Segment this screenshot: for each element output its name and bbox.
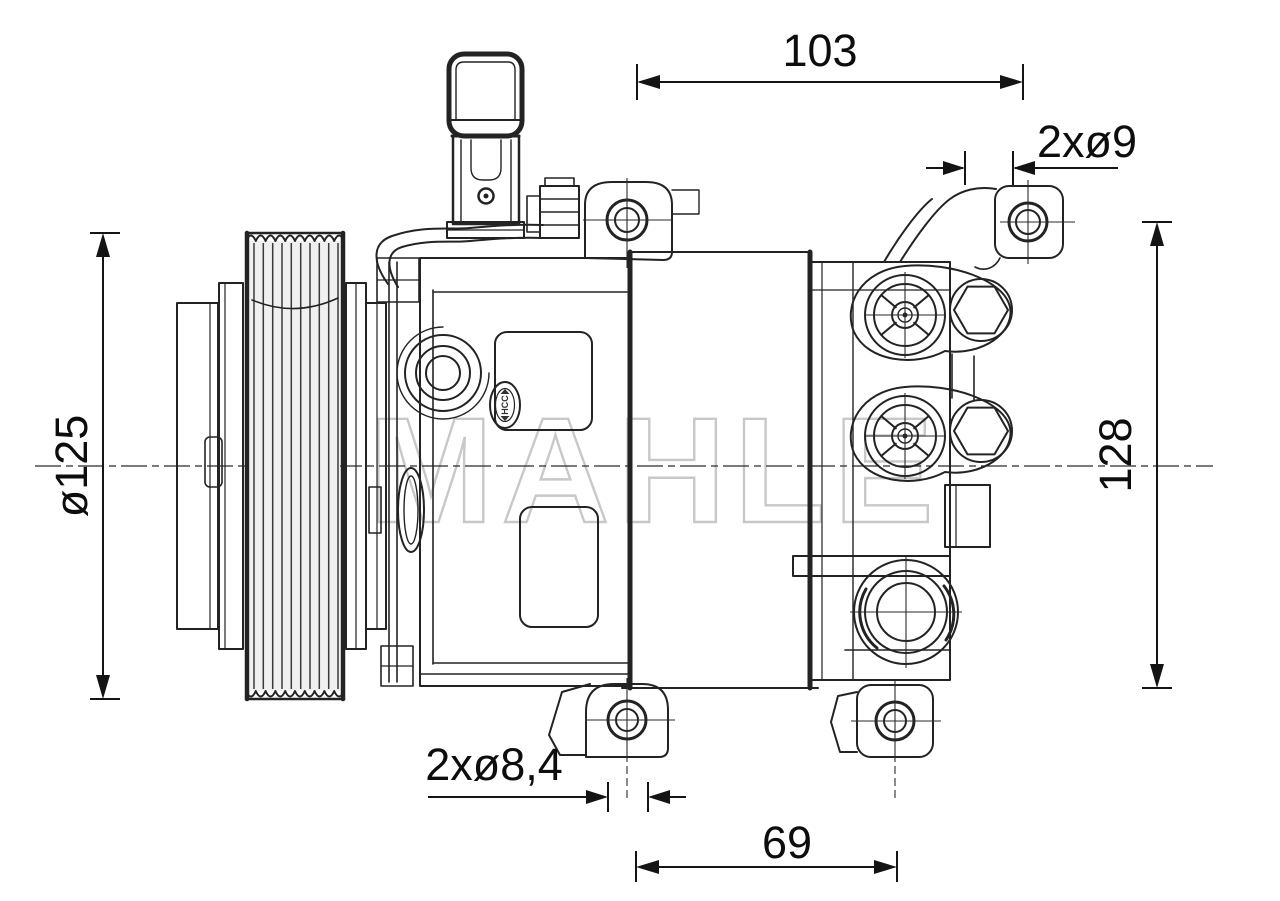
- dim-bottom-holes: 2xø8,4: [425, 739, 686, 812]
- top-right-lug: [883, 180, 1075, 270]
- dim-right-height: 128: [1090, 221, 1172, 689]
- upper-label-plate: [494, 331, 593, 431]
- dim-bottom-width: 69: [635, 817, 898, 882]
- bottom-center-lug: [548, 678, 675, 798]
- lower-label-plate: [519, 506, 599, 628]
- suction-boss: [850, 556, 962, 668]
- harness-tube: [375, 223, 544, 285]
- dim-label-bottom-width: 69: [762, 817, 812, 868]
- top-center-lug: [526, 177, 700, 268]
- dimension-annotations: 103 2xø9 ø125 128 2xø8,4: [46, 25, 1172, 882]
- dim-label-top-holes: 2xø9: [1037, 116, 1137, 167]
- connector-pin: [477, 187, 495, 205]
- bottom-right-lug: [851, 680, 941, 798]
- dim-label-bottom-holes: 2xø8,4: [425, 739, 563, 790]
- dim-top-width: 103: [636, 25, 1024, 100]
- pulley-grooves: [253, 243, 339, 689]
- dim-pulley-diameter: ø125: [46, 232, 120, 700]
- dim-top-holes: 2xø9: [926, 116, 1137, 185]
- mounting-strut: [368, 257, 425, 687]
- electrical-connector: [375, 51, 544, 288]
- pulley: [176, 230, 387, 702]
- dim-label-pulley-diameter: ø125: [46, 415, 97, 518]
- brand-badge: HCC: [489, 381, 521, 429]
- mounting-lugs: [526, 177, 1075, 798]
- mahle-watermark: MAHLE: [368, 386, 941, 554]
- dim-label-top-width: 103: [782, 25, 857, 76]
- badge-text: HCC: [500, 395, 510, 415]
- compressor-body: HCC: [396, 249, 962, 753]
- discharge-port-fitting: [849, 264, 1013, 361]
- port-fittings: [849, 264, 1013, 548]
- dim-label-right-height: 128: [1090, 417, 1141, 492]
